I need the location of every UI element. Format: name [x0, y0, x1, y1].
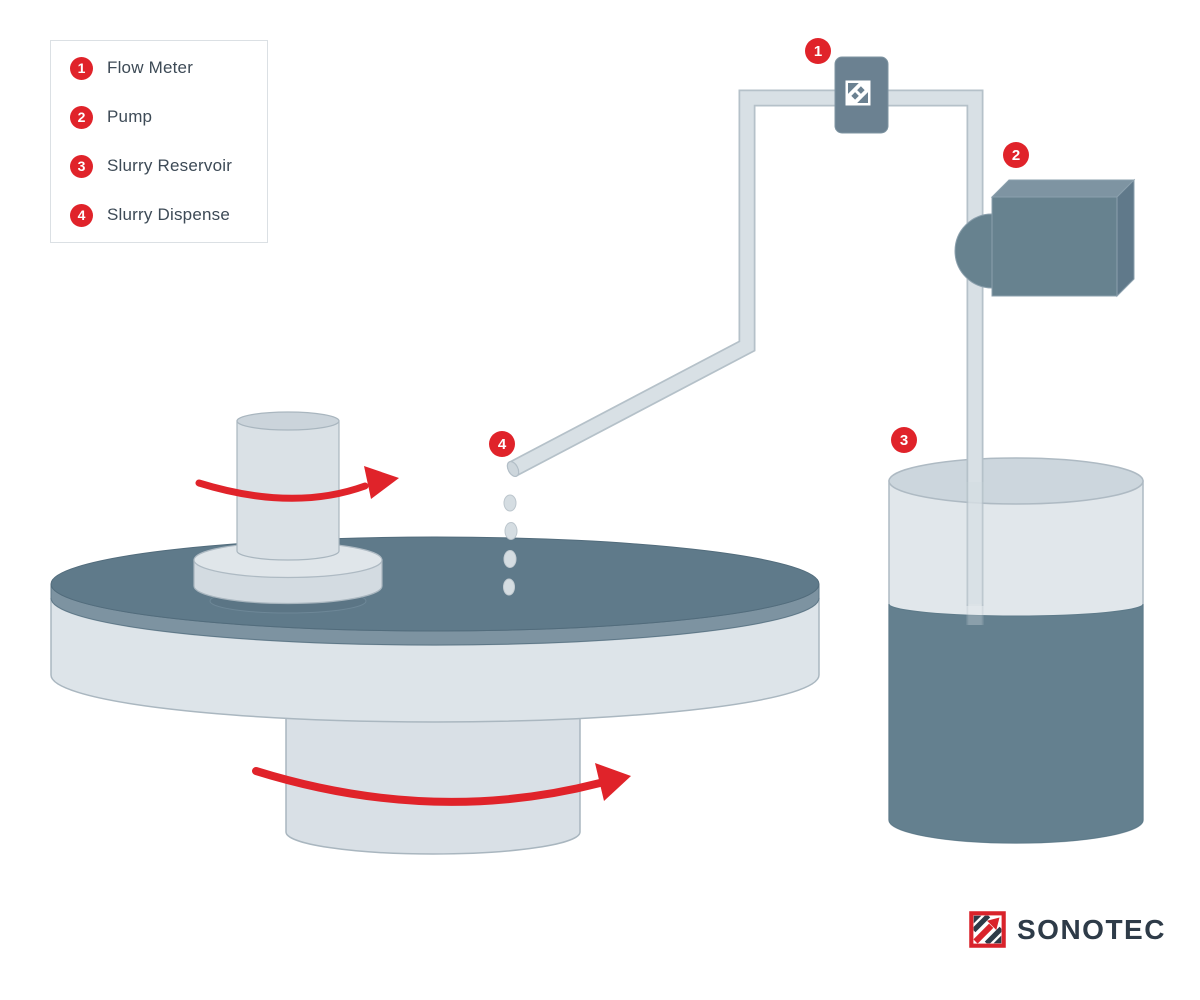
- legend-item-pump: 2 Pump: [51, 93, 267, 142]
- legend-badge-4-icon: 4: [70, 203, 93, 227]
- carrier-shaft: [236, 420, 340, 561]
- carrier-shaft-top: [236, 411, 340, 431]
- slurry-liquid: [888, 603, 1144, 844]
- platen-pedestal: [285, 697, 581, 855]
- slurry-pipe: [509, 89, 984, 482]
- platen-rotation-arrow-icon: [252, 763, 631, 806]
- legend-item-slurry-reservoir: 3 Slurry Reservoir: [51, 142, 267, 191]
- flow-meter: [834, 56, 889, 134]
- pump-inlet: [954, 213, 993, 289]
- legend-item-slurry-dispense: 4 Slurry Dispense: [51, 191, 267, 240]
- badge-pump: 2: [1003, 142, 1029, 168]
- pump-front-face: [991, 196, 1118, 297]
- legend-badge-2-icon: 2: [70, 105, 93, 129]
- legend-label: Pump: [107, 107, 153, 126]
- badge-slurry-reservoir: 3: [891, 427, 917, 453]
- legend-item-flow-meter: 1 Flow Meter: [51, 44, 267, 93]
- slurry-droplet: [504, 522, 518, 540]
- logo-wordmark: SONOTEC: [1017, 913, 1166, 945]
- tank-rim: [888, 457, 1144, 505]
- badge-number: 1: [814, 43, 822, 60]
- slurry-droplet: [503, 578, 515, 596]
- legend-label: Flow Meter: [107, 58, 194, 77]
- badge-flow-meter: 1: [805, 38, 831, 64]
- slurry-droplet: [503, 550, 517, 568]
- slurry-droplets: [503, 494, 518, 596]
- slurry-droplet: [503, 494, 517, 512]
- badge-number: 2: [1012, 147, 1020, 164]
- legend-label: Slurry Reservoir: [107, 156, 233, 175]
- pump-top-face: [990, 179, 1136, 198]
- carrier-rotation-arrow-icon: [195, 466, 399, 502]
- sonotec-mark-icon: [969, 911, 1006, 948]
- badge-number: 3: [900, 432, 908, 449]
- polishing-pad-top: [50, 536, 820, 632]
- dispense-nozzle-tip: [506, 460, 520, 478]
- slurry-reservoir: [888, 457, 1144, 844]
- badge-number: 4: [498, 436, 507, 453]
- pump: [954, 178, 1136, 298]
- sonotec-mark-icon: [845, 80, 871, 106]
- legend-label: Slurry Dispense: [107, 205, 230, 224]
- brand-logo: SONOTEC: [969, 911, 1166, 948]
- legend-badge-1-icon: 1: [70, 56, 93, 80]
- legend: 1 Flow Meter 2 Pump 3 Slurry Reservoir 4…: [50, 40, 268, 243]
- legend-badge-3-icon: 3: [70, 154, 93, 178]
- badge-slurry-dispense: 4: [489, 431, 515, 457]
- pump-right-face: [1116, 178, 1135, 298]
